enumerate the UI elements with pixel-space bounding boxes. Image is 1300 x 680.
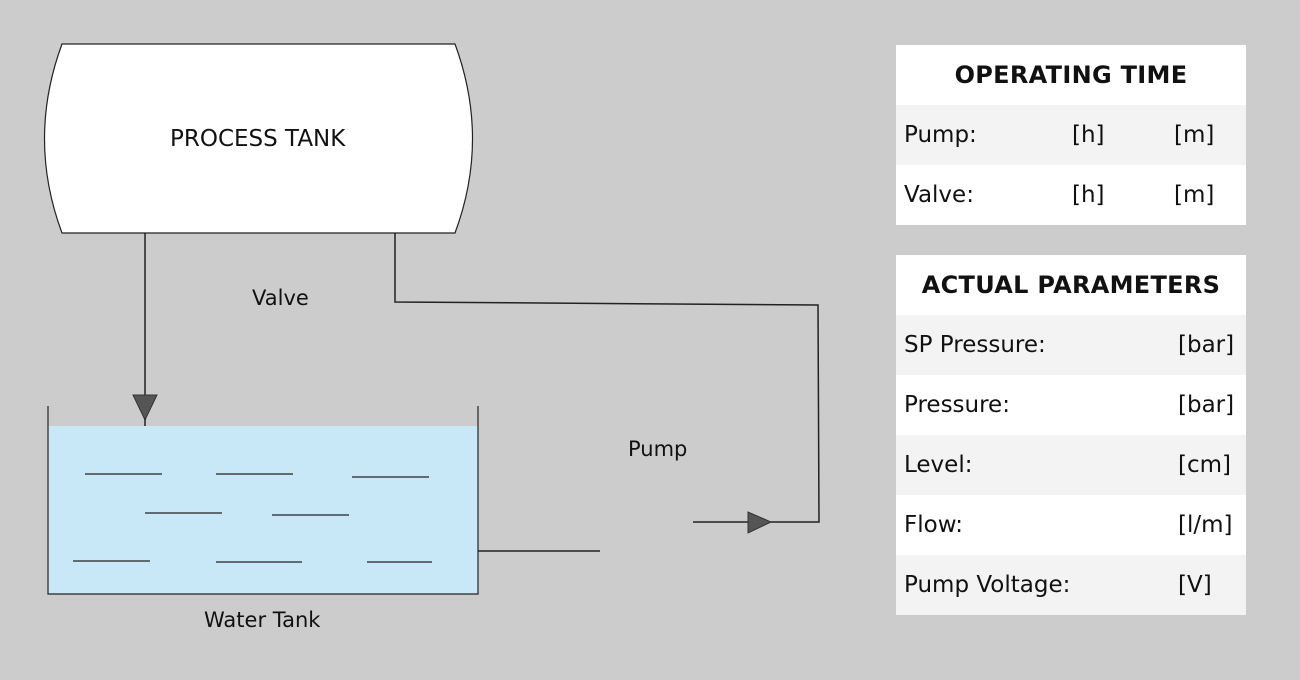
water-waves	[73, 473, 432, 563]
operating-time-rows: Pump: [h] [m] Valve: [h] [m]	[896, 105, 1246, 225]
parameter-row-pump-voltage: Pump Voltage: [V]	[896, 555, 1246, 615]
row-unit: [cm]	[1178, 452, 1231, 478]
process-diagram	[43, 43, 820, 595]
actual-parameters-title: ACTUAL PARAMETERS	[896, 255, 1246, 315]
operating-time-row-pump: Pump: [h] [m]	[896, 105, 1246, 165]
process-tank-label: PROCESS TANK	[170, 126, 346, 152]
hours-unit: [h]	[1072, 122, 1105, 148]
parameter-row-pressure: Pressure: [bar]	[896, 375, 1246, 435]
operating-time-panel: OPERATING TIME Pump: [h] [m] Valve: [h] …	[896, 45, 1246, 225]
row-unit: [l/m]	[1178, 512, 1233, 538]
row-label: Valve:	[904, 182, 974, 208]
minutes-unit: [m]	[1174, 182, 1215, 208]
actual-parameters-rows: SP Pressure: [bar] Pressure: [bar] Level…	[896, 315, 1246, 615]
water-body	[48, 426, 478, 594]
row-label: SP Pressure:	[904, 332, 1046, 358]
minutes-unit: [m]	[1174, 122, 1215, 148]
row-label: Pressure:	[904, 392, 1010, 418]
row-label: Pump Voltage:	[904, 572, 1071, 598]
row-unit: [bar]	[1178, 332, 1235, 358]
actual-parameters-panel: ACTUAL PARAMETERS SP Pressure: [bar] Pre…	[896, 255, 1246, 615]
row-label: Pump:	[904, 122, 977, 148]
discharge-pipe	[394, 233, 820, 523]
pump-label: Pump	[628, 437, 688, 461]
pump-flow-arrow-icon	[747, 511, 773, 534]
row-label: Flow:	[904, 512, 963, 538]
hours-unit: [h]	[1072, 182, 1105, 208]
water-tank[interactable]	[47, 406, 479, 595]
water-tank-label: Water Tank	[204, 608, 321, 632]
operating-time-title: OPERATING TIME	[896, 45, 1246, 105]
parameter-row-flow: Flow: [l/m]	[896, 495, 1246, 555]
valve-flow-arrow-icon	[132, 394, 158, 422]
process-tank[interactable]	[43, 43, 474, 234]
operating-time-row-valve: Valve: [h] [m]	[896, 165, 1246, 225]
valve-label: Valve	[252, 286, 309, 310]
parameter-row-level: Level: [cm]	[896, 435, 1246, 495]
row-unit: [bar]	[1178, 392, 1235, 418]
parameter-row-sp-pressure: SP Pressure: [bar]	[896, 315, 1246, 375]
row-unit: [V]	[1178, 572, 1212, 598]
row-label: Level:	[904, 452, 973, 478]
